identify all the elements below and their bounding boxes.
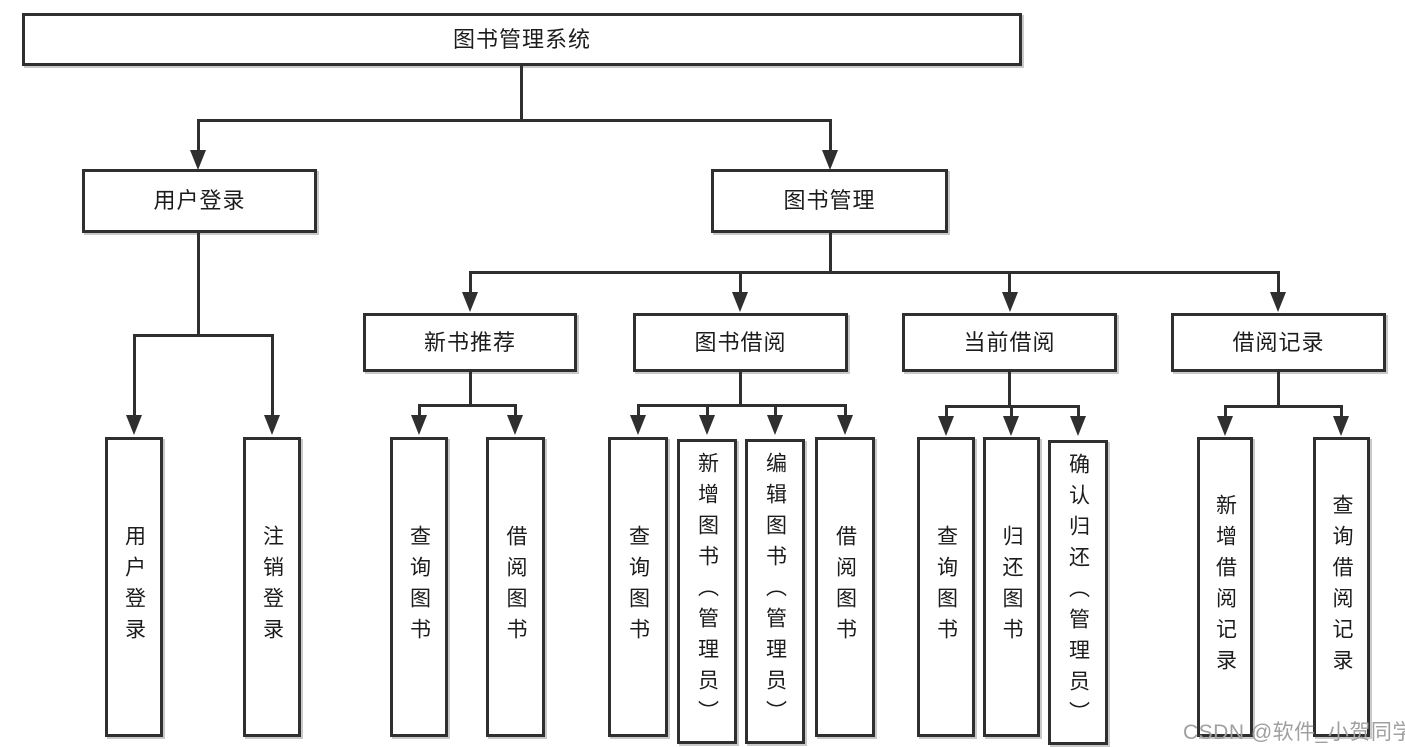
arrowhead-down-icon	[126, 415, 142, 435]
node-label: 图书借阅	[694, 329, 787, 355]
connector-line	[1223, 405, 1342, 408]
node-label: 新书推荐	[423, 329, 516, 355]
leaf-label: 确认归还（管理员）	[1066, 453, 1090, 732]
connector-line	[828, 233, 832, 272]
leaf-return-books: 归还图书	[983, 437, 1040, 737]
leaf-borrow-books: 借阅图书	[486, 437, 545, 737]
leaf-label: 借阅图书	[504, 525, 527, 649]
leaf-label: 查询图书	[934, 525, 958, 649]
arrowhead-down-icon	[1217, 416, 1233, 436]
connector-line	[196, 233, 200, 336]
connector-line	[1223, 405, 1227, 417]
arrowhead-down-icon	[699, 415, 715, 435]
leaf-label: 归还图书	[1000, 525, 1023, 649]
leaf-add-book-admin: 新增图书（管理员）	[677, 439, 737, 744]
connector-line	[417, 404, 421, 417]
connector-line	[739, 271, 742, 294]
connector-line	[196, 119, 832, 122]
connector-line	[468, 271, 472, 294]
connector-line	[270, 334, 274, 417]
connector-line	[944, 405, 948, 417]
connector-line	[636, 404, 846, 407]
connector-line	[1076, 405, 1080, 417]
connector-line	[1340, 405, 1343, 417]
connector-line	[1008, 372, 1011, 406]
arrowhead-down-icon	[938, 416, 954, 436]
node-book-borrowing: 图书借阅	[633, 313, 848, 372]
leaf-label: 查询图书	[626, 525, 650, 649]
connector-line	[468, 271, 1279, 274]
leaf-query-books: 查询图书	[608, 437, 668, 737]
connector-line	[132, 334, 274, 337]
node-book-management: 图书管理	[711, 169, 948, 233]
leaf-label: 借阅图书	[833, 525, 857, 649]
connector-line	[1008, 271, 1011, 294]
connector-line	[1010, 405, 1013, 417]
arrowhead-down-icon	[411, 415, 427, 435]
node-label: 借阅记录	[1232, 329, 1325, 355]
connector-line	[468, 372, 472, 405]
leaf-query-borrow-record: 查询借阅记录	[1313, 437, 1370, 737]
arrowhead-down-icon	[732, 292, 748, 312]
connector-line	[1276, 372, 1280, 406]
leaf-query-books: 查询图书	[390, 437, 448, 737]
leaf-label: 新增借阅记录	[1213, 494, 1237, 680]
arrowhead-down-icon	[1333, 416, 1349, 436]
leaf-query-books: 查询图书	[917, 437, 975, 737]
leaf-borrow-books: 借阅图书	[815, 437, 875, 737]
node-current-borrowing: 当前借阅	[902, 313, 1117, 372]
node-label: 用户登录	[153, 188, 246, 213]
connector-line	[417, 404, 516, 407]
leaf-edit-book-admin: 编辑图书（管理员）	[745, 439, 805, 744]
node-label: 图书管理系统	[452, 26, 591, 52]
arrowhead-down-icon	[837, 415, 853, 435]
connector-line	[773, 404, 777, 417]
connector-line	[514, 404, 517, 417]
connector-line	[196, 119, 200, 152]
connector-line	[705, 404, 709, 417]
leaf-label: 查询借阅记录	[1330, 494, 1353, 680]
arrowhead-down-icon	[822, 150, 838, 170]
leaf-label: 新增图书（管理员）	[695, 452, 719, 731]
arrowhead-down-icon	[630, 415, 646, 435]
arrowhead-down-icon	[1070, 416, 1086, 436]
connector-line	[738, 372, 742, 405]
arrowhead-down-icon	[462, 292, 478, 312]
arrowhead-down-icon	[190, 150, 206, 170]
connector-line	[132, 334, 136, 417]
node-new-book-recommendation: 新书推荐	[363, 313, 577, 372]
connector-line	[828, 119, 832, 152]
node-borrowing-records: 借阅记录	[1171, 313, 1386, 372]
node-label: 当前借阅	[963, 329, 1056, 355]
arrowhead-down-icon	[1270, 292, 1286, 312]
leaf-label: 查询图书	[407, 525, 431, 649]
arrowhead-down-icon	[507, 415, 523, 435]
leaf-label: 编辑图书（管理员）	[763, 452, 787, 731]
connector-line	[843, 404, 847, 417]
arrowhead-down-icon	[264, 415, 280, 435]
leaf-logout: 注销登录	[243, 437, 301, 737]
leaf-add-borrow-record: 新增借阅记录	[1197, 437, 1253, 737]
connector-line	[519, 66, 523, 119]
leaf-confirm-return-admin: 确认归还（管理员）	[1048, 440, 1108, 745]
connector-line	[636, 404, 640, 417]
arrowhead-down-icon	[767, 415, 783, 435]
node-label: 图书管理	[783, 188, 876, 213]
arrowhead-down-icon	[1002, 292, 1018, 312]
node-library-management-system: 图书管理系统	[22, 13, 1022, 66]
leaf-label: 注销登录	[260, 525, 284, 649]
connector-line	[1277, 271, 1280, 294]
node-user-login: 用户登录	[82, 169, 317, 233]
leaf-label: 用户登录	[122, 525, 146, 649]
arrowhead-down-icon	[1003, 416, 1019, 436]
leaf-user-login: 用户登录	[105, 437, 163, 737]
